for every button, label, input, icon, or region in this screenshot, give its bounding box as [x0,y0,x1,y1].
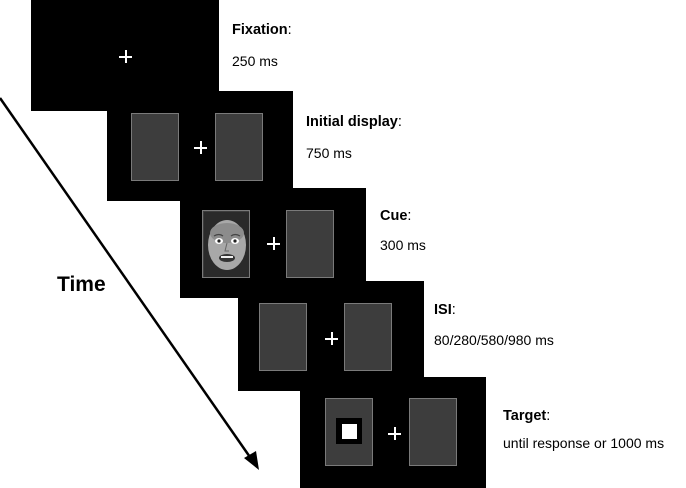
right-placeholder-box [409,398,457,466]
fixation-duration: 250 ms [232,53,278,69]
white-square-icon [336,418,362,444]
time-label: Time [57,273,106,296]
initial-display-label: Initial display: [306,114,402,130]
initial-display-duration: 750 ms [306,145,352,161]
cue-screen [180,188,366,298]
fearful-face-icon [204,212,249,277]
cue-face-box [202,210,250,278]
isi-label: ISI: [434,302,456,318]
initial-display-screen [107,91,293,201]
fixation-cross-icon [388,427,401,440]
right-placeholder-box [286,210,334,278]
fixation-label: Fixation: [232,22,292,38]
cue-duration: 300 ms [380,237,426,253]
target-screen [300,377,486,488]
fixation-cross-icon [325,332,338,345]
fixation-cross-icon [194,141,207,154]
right-placeholder-box [215,113,263,181]
target-box [325,398,373,466]
left-placeholder-box [259,303,307,371]
isi-duration: 80/280/580/980 ms [434,332,554,348]
target-duration: until response or 1000 ms [503,435,665,451]
isi-screen [238,281,424,391]
cue-label: Cue: [380,208,412,224]
target-label: Target: [503,408,551,424]
right-placeholder-box [344,303,392,371]
left-placeholder-box [131,113,179,181]
fixation-cross-icon [119,50,132,63]
fixation-cross-icon [267,237,280,250]
